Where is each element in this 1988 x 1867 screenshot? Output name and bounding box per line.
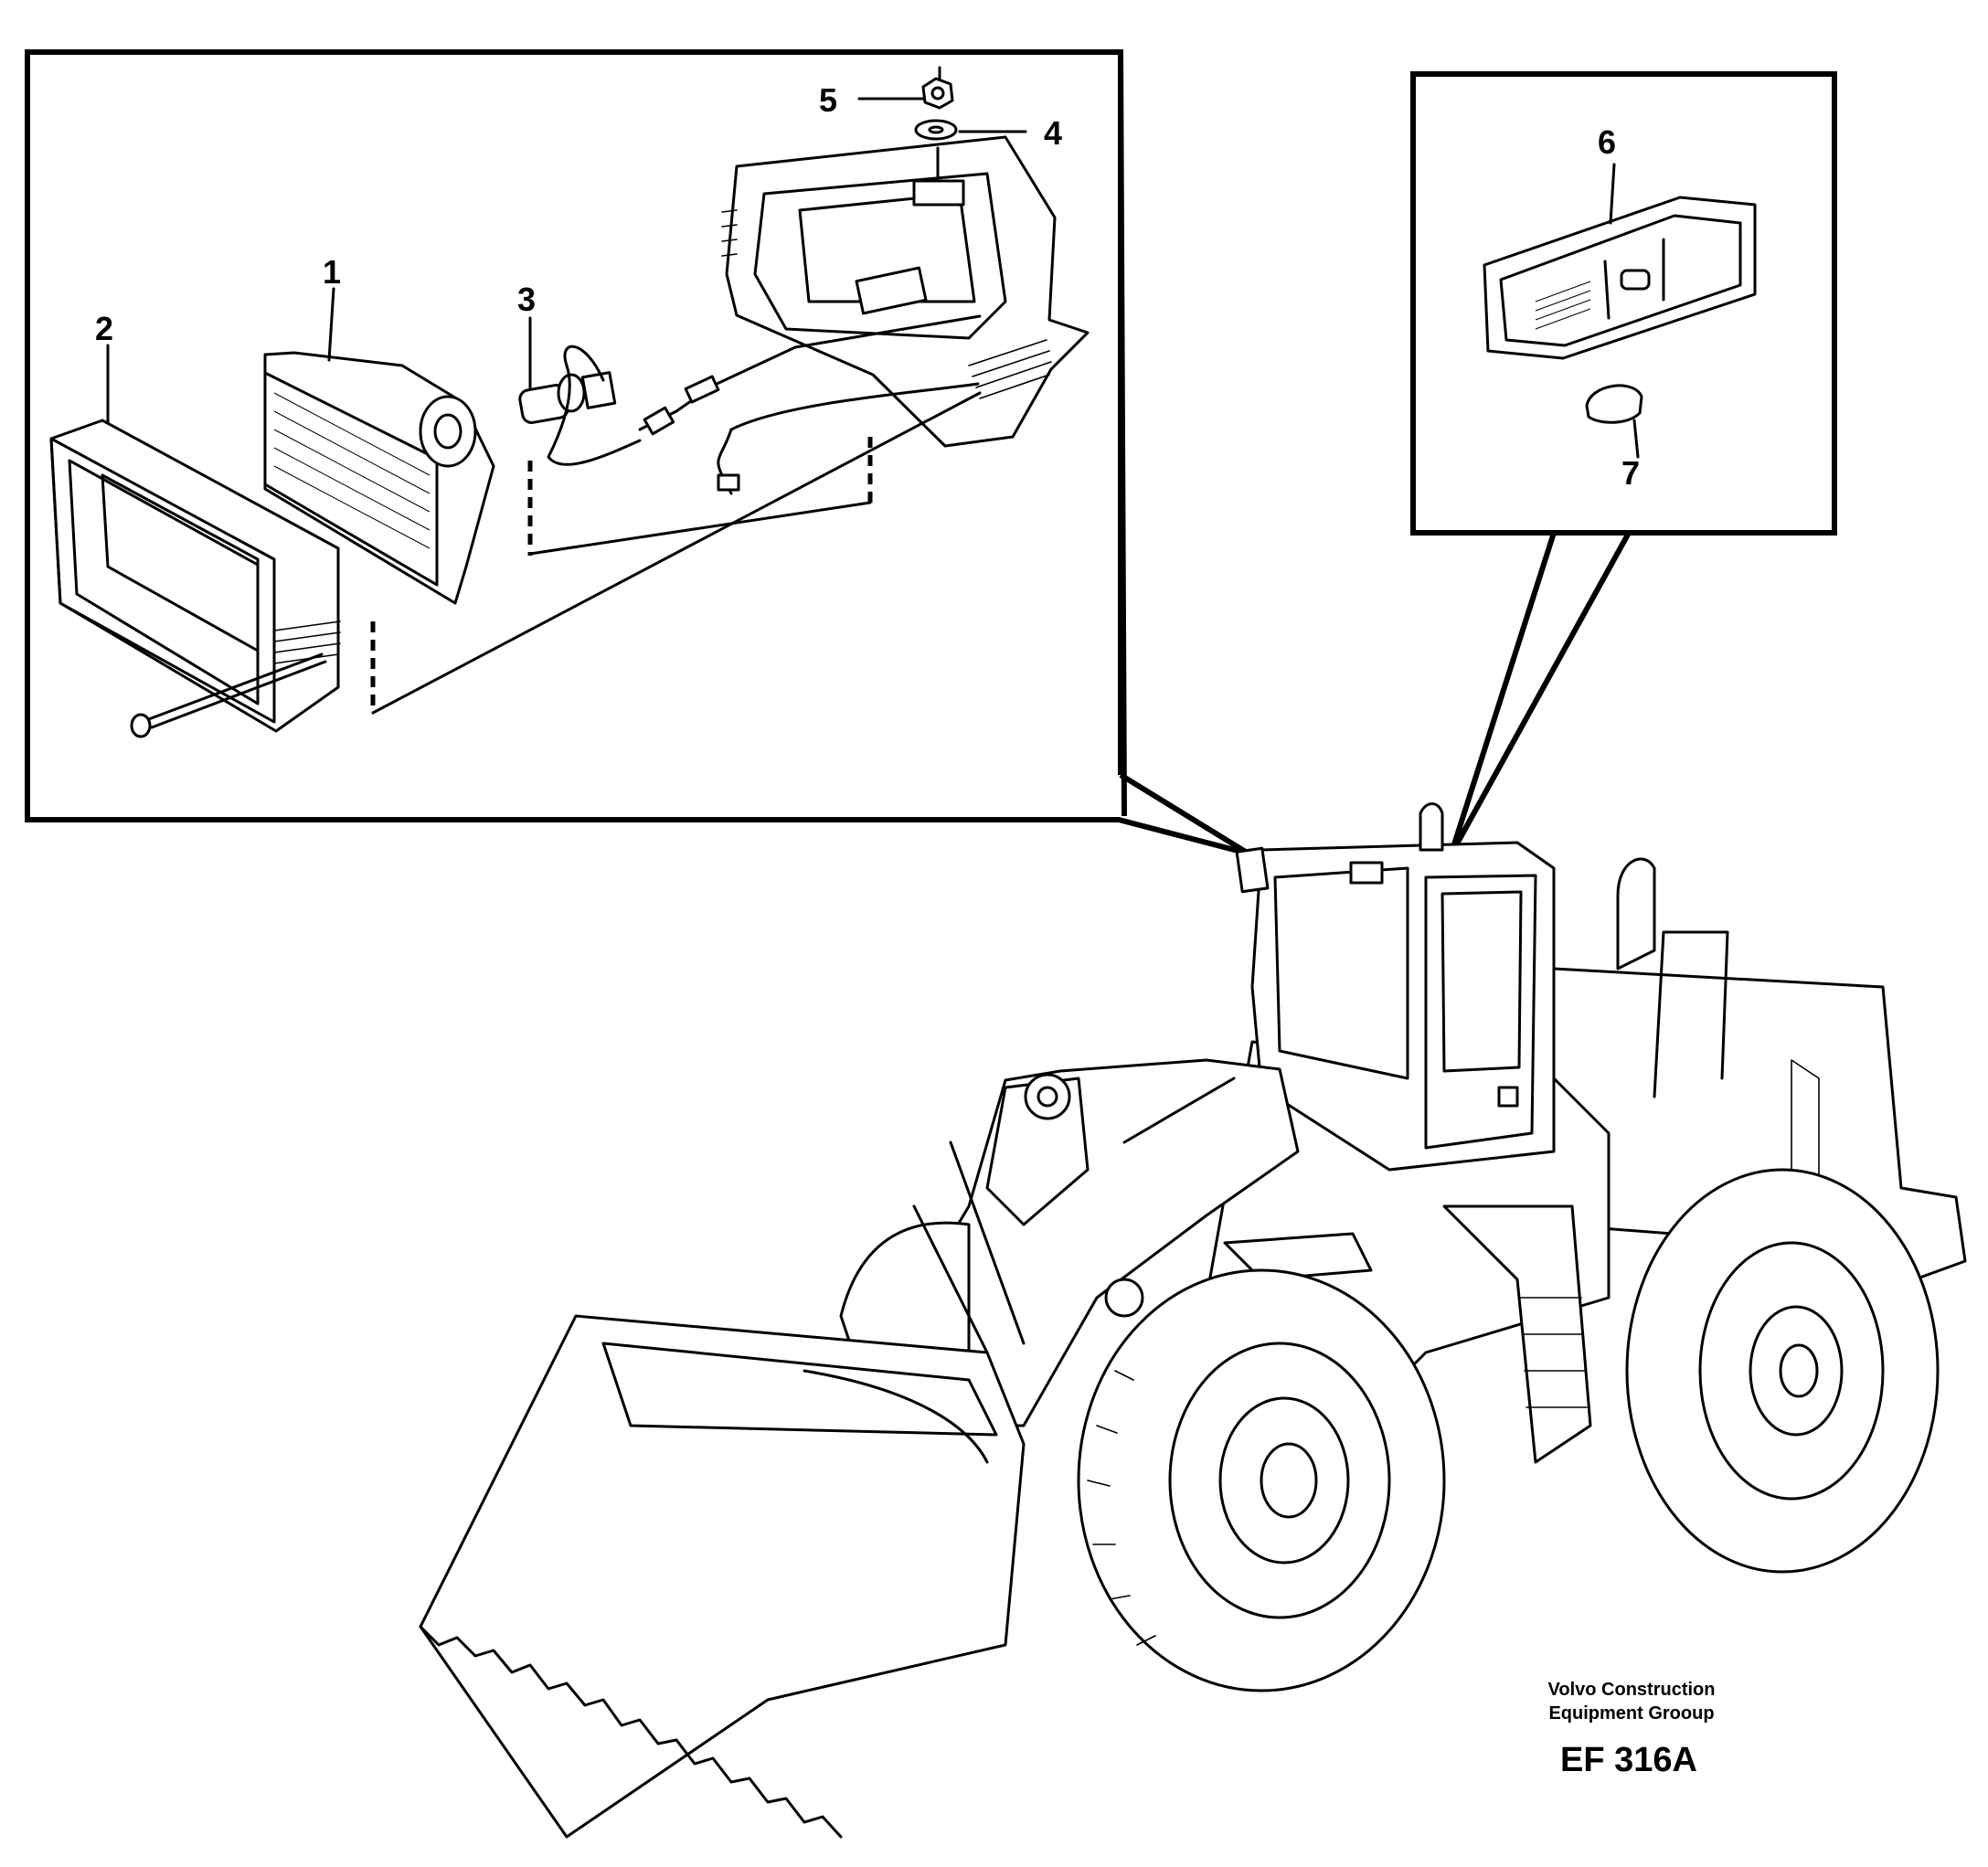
- screw: [130, 652, 327, 738]
- alignment-lines: [370, 391, 982, 715]
- nut-part-5: [921, 66, 954, 110]
- callout-7: 7: [1621, 454, 1640, 492]
- bulb-part-3: [518, 371, 617, 424]
- cab-lamp-part-6: [1483, 196, 1757, 360]
- credit-line-2: Equipment Groоup: [1548, 1703, 1714, 1724]
- callout-1: 1: [323, 253, 341, 291]
- washer-part-4: [914, 119, 958, 141]
- light-housing: [721, 135, 1090, 448]
- callout-6: 6: [1598, 123, 1616, 161]
- cab-bulb-part-7: [1585, 384, 1643, 424]
- detail-frame-cab-lamp: [1410, 71, 1837, 849]
- callout-2: 2: [95, 310, 113, 347]
- wheel-loader: [419, 802, 1967, 1839]
- detail-frame-work-light: [25, 49, 1250, 856]
- wiring-harness: [547, 314, 982, 495]
- callout-3: 3: [517, 281, 536, 318]
- leader-lines-work-light: [106, 97, 1027, 424]
- lamp-insert-part-1: [263, 351, 495, 605]
- credit-line-1: Volvo Construction: [1548, 1680, 1716, 1700]
- bezel-part-2: [49, 419, 341, 733]
- callout-5: 5: [819, 81, 837, 119]
- figure-id: EF 316A: [1560, 1741, 1697, 1779]
- callout-4: 4: [1044, 114, 1062, 152]
- leader-lines-cab-lamp: [1609, 163, 1640, 459]
